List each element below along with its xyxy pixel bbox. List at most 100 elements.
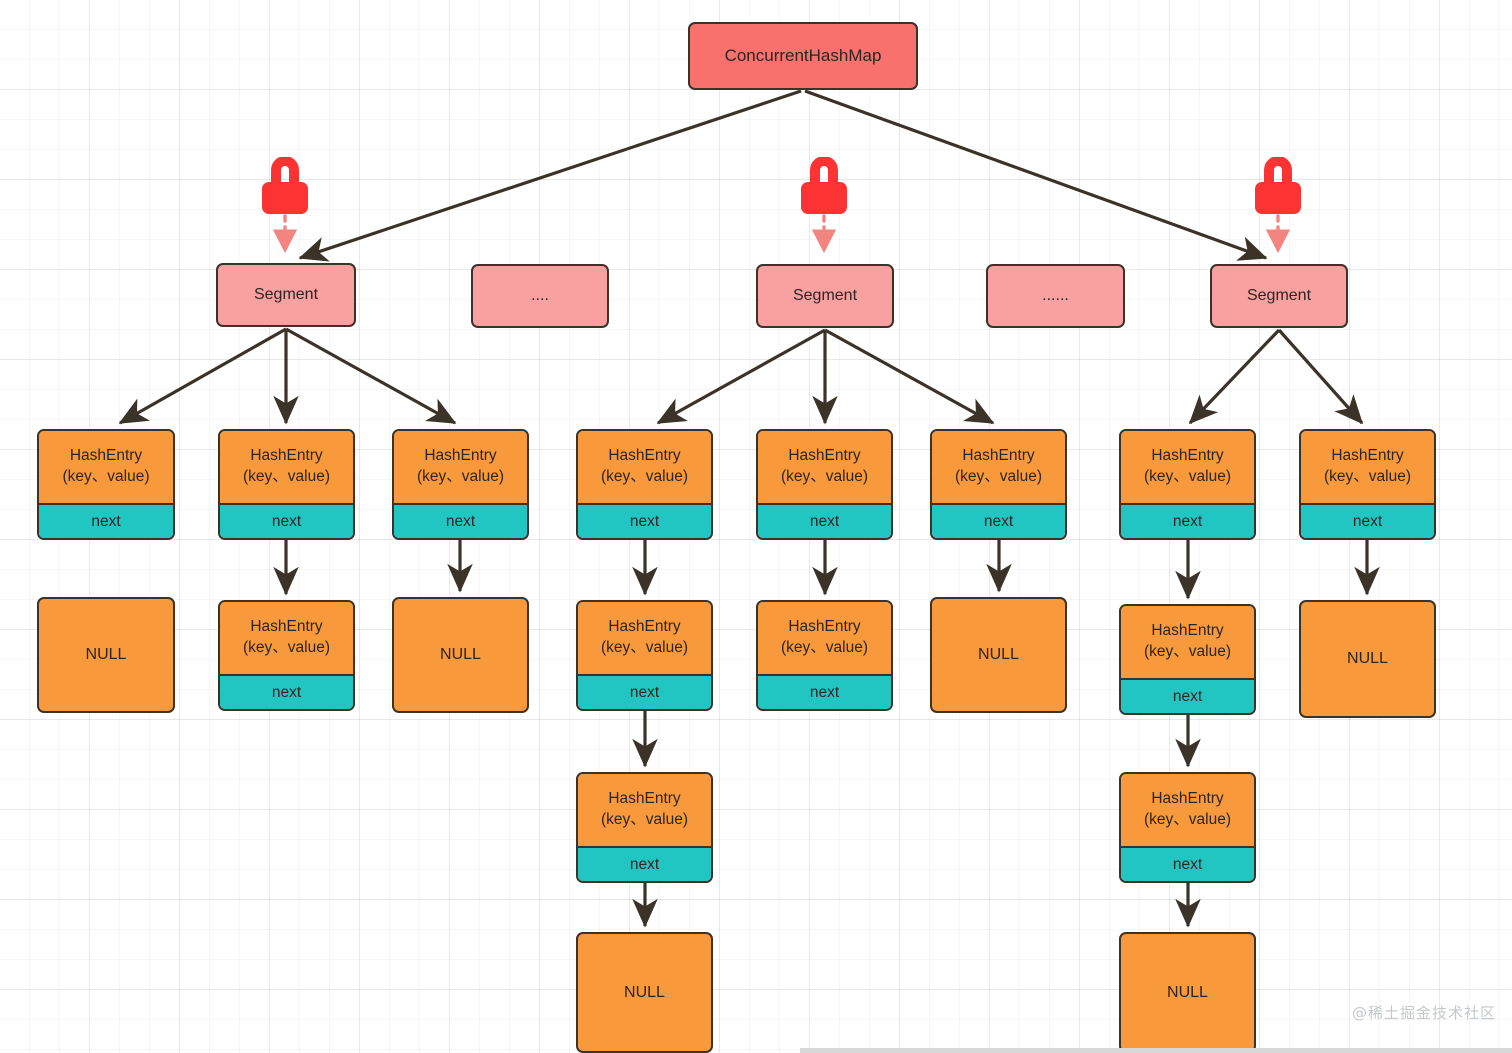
hashentry-body: HashEntry (key、value) bbox=[758, 602, 891, 674]
node-label: Segment bbox=[1246, 287, 1312, 304]
node-label: ConcurrentHashMap bbox=[724, 46, 882, 65]
hashentry-title: HashEntry bbox=[608, 790, 681, 808]
hashentry-body: HashEntry (key、value) bbox=[578, 431, 711, 503]
hashentry-next-field[interactable]: next bbox=[932, 503, 1065, 538]
hashentry-body: HashEntry (key、value) bbox=[39, 431, 173, 503]
next-label: next bbox=[629, 683, 660, 701]
lock-icon bbox=[798, 156, 850, 219]
node-hashentry[interactable]: HashEntry (key、value) next bbox=[1119, 604, 1256, 715]
null-label: NULL bbox=[440, 646, 481, 663]
node-segment-ellipsis[interactable]: ...... bbox=[986, 264, 1125, 328]
hashentry-kv: (key、value) bbox=[781, 639, 868, 656]
hashentry-title: HashEntry bbox=[608, 618, 681, 636]
watermark: @稀土掘金技术社区 bbox=[1351, 1004, 1496, 1022]
hashentry-next-field[interactable]: next bbox=[758, 503, 891, 538]
node-null[interactable]: NULL bbox=[576, 932, 713, 1053]
hashentry-kv: (key、value) bbox=[1144, 811, 1231, 828]
hashentry-body: HashEntry(key、value) bbox=[220, 602, 353, 674]
next-label: next bbox=[1172, 512, 1203, 530]
hashentry-kv: (key、value) bbox=[781, 468, 868, 485]
hashentry-next-field[interactable]: next bbox=[1121, 846, 1254, 881]
edge-seg3-col7 bbox=[1188, 328, 1281, 425]
hashentry-kv: (key、value) bbox=[62, 468, 150, 485]
node-segment[interactable]: Segment bbox=[216, 263, 356, 327]
node-hashentry[interactable]: HashEntry(key、value) next bbox=[1119, 429, 1256, 540]
hashentry-title: HashEntry bbox=[250, 618, 323, 636]
node-hashentry[interactable]: HashEntry(key、value) next bbox=[218, 429, 355, 540]
hashentry-next-field[interactable]: next bbox=[578, 846, 711, 881]
node-hashentry[interactable]: HashEntry(key、value)next bbox=[1119, 772, 1256, 883]
hashentry-body: HashEntry (key、value) bbox=[758, 431, 891, 503]
hashentry-kv: (key、value) bbox=[601, 468, 688, 485]
hashentry-title: HashEntry bbox=[424, 447, 497, 465]
hashentry-next-field[interactable]: next bbox=[1301, 503, 1434, 538]
hashentry-title: HashEntry bbox=[1151, 622, 1224, 640]
node-hashentry[interactable]: HashEntry(key、value)next bbox=[1299, 429, 1436, 540]
node-segment[interactable]: Segment bbox=[1210, 264, 1348, 328]
hashentry-next-field[interactable]: next bbox=[394, 503, 527, 538]
edge-seg3-col8 bbox=[1277, 328, 1364, 425]
hashentry-next-field[interactable]: next bbox=[758, 674, 891, 709]
node-hashentry[interactable]: HashEntry(key、value)next bbox=[218, 600, 355, 711]
hashentry-next-field[interactable]: next bbox=[220, 503, 353, 538]
hashentry-next-field[interactable]: next bbox=[1121, 503, 1254, 538]
hashentry-title: HashEntry bbox=[1331, 447, 1404, 465]
node-null[interactable]: NULL bbox=[392, 597, 529, 713]
hashentry-next-field[interactable]: next bbox=[39, 503, 173, 538]
hashentry-title: HashEntry bbox=[788, 447, 861, 465]
hashentry-next-field[interactable]: next bbox=[578, 674, 711, 709]
node-label: ...... bbox=[1042, 287, 1069, 304]
null-label: NULL bbox=[85, 646, 127, 663]
node-hashentry[interactable]: HashEntry (key、value) next bbox=[576, 600, 713, 711]
next-label: next bbox=[629, 855, 660, 873]
node-label: Segment bbox=[792, 287, 858, 304]
node-hashentry[interactable]: HashEntry(key、value) next bbox=[392, 429, 529, 540]
node-hashentry[interactable]: HashEntry (key、value) next bbox=[756, 600, 893, 711]
node-segment-ellipsis[interactable]: .... bbox=[471, 264, 609, 328]
hashentry-title: HashEntry bbox=[788, 618, 861, 636]
hashentry-body: HashEntry(key、value) bbox=[1121, 774, 1254, 846]
hashentry-next-field[interactable]: next bbox=[578, 503, 711, 538]
hashentry-body: HashEntry(key、value) bbox=[394, 431, 527, 503]
null-label: NULL bbox=[624, 983, 665, 1001]
hashentry-body: HashEntry(key、value) bbox=[1121, 431, 1254, 503]
lock-icon bbox=[1252, 156, 1304, 219]
bottom-strip bbox=[800, 1048, 1512, 1053]
edge-seg1-col1 bbox=[118, 327, 287, 425]
node-segment[interactable]: Segment bbox=[756, 264, 894, 328]
node-hashentry[interactable]: HashEntry (key、value) next bbox=[576, 429, 713, 540]
node-null[interactable]: NULL bbox=[1299, 600, 1436, 718]
node-null[interactable]: NULL bbox=[1119, 932, 1256, 1053]
next-label: next bbox=[271, 512, 302, 530]
node-hashentry[interactable]: HashEntry (key、value) next bbox=[37, 429, 175, 540]
next-label: next bbox=[445, 512, 476, 530]
hashentry-title: HashEntry bbox=[69, 447, 143, 465]
hashentry-next-field[interactable]: next bbox=[1121, 678, 1254, 713]
hashentry-kv: (key、value) bbox=[1144, 468, 1231, 485]
node-label: .... bbox=[531, 287, 549, 304]
hashentry-kv: (key、value) bbox=[955, 468, 1042, 485]
node-hashentry[interactable]: HashEntry (key、value) next bbox=[576, 772, 713, 883]
lock-icon bbox=[259, 156, 311, 219]
edge-seg2-col4 bbox=[656, 328, 826, 425]
segment2-to-entry-edges bbox=[656, 328, 995, 425]
hashentry-title: HashEntry bbox=[608, 447, 681, 465]
edge-seg1-col3 bbox=[285, 327, 457, 425]
hashentry-body: HashEntry (key、value) bbox=[578, 774, 711, 846]
node-null[interactable]: NULL bbox=[930, 597, 1067, 713]
node-hashentry[interactable]: HashEntry (key、value) next bbox=[756, 429, 893, 540]
hashentry-next-field[interactable]: next bbox=[220, 674, 353, 709]
node-null[interactable]: NULL bbox=[37, 597, 175, 713]
segment1-to-entry-edges bbox=[118, 327, 457, 425]
node-hashentry[interactable]: HashEntry (key、value) next bbox=[930, 429, 1067, 540]
hashentry-kv: (key、value) bbox=[601, 639, 688, 656]
hashentry-body: HashEntry(key、value) bbox=[220, 431, 353, 503]
hashentry-kv: (key、value) bbox=[601, 811, 688, 828]
null-label: NULL bbox=[978, 646, 1019, 663]
hashentry-kv: (key、value) bbox=[1144, 643, 1231, 660]
hashentry-body: HashEntry (key、value) bbox=[578, 602, 711, 674]
hashentry-title: HashEntry bbox=[962, 447, 1035, 465]
node-concurrenthashmap[interactable]: ConcurrentHashMap bbox=[688, 22, 918, 90]
next-label: next bbox=[91, 512, 121, 530]
next-label: next bbox=[1172, 687, 1203, 705]
